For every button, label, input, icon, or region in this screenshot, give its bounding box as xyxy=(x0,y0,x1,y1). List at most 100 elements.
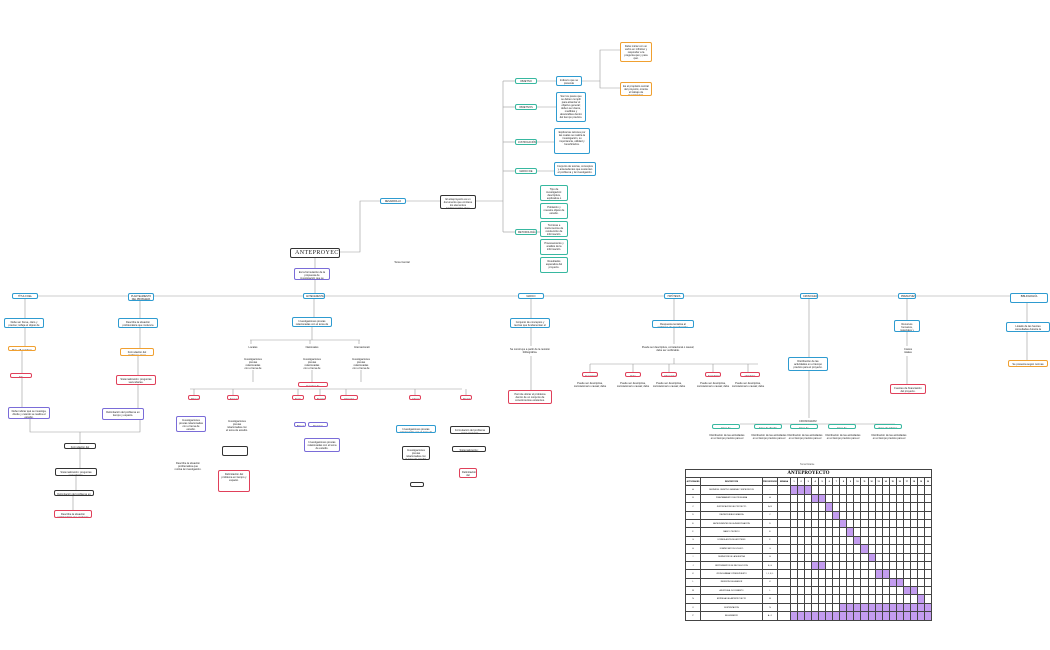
objective-detail[interactable]: Es el propósito central del proyecto; or… xyxy=(620,82,652,96)
branch-text[interactable]: Delimitación del problema en tiempo y es… xyxy=(54,490,94,496)
branch-label[interactable]: CRONOGRAMA xyxy=(800,293,818,299)
branch-text[interactable]: Respuesta tentativa al problema de inves… xyxy=(652,320,694,328)
antecedent-note[interactable]: Investigaciones previas relacionadas con… xyxy=(244,357,262,371)
top-methodology-item[interactable]: Resultados esperados del proyecto. xyxy=(540,257,568,273)
branch-text[interactable]: Delimitación del problema en tiempo y es… xyxy=(102,408,144,420)
phase-note[interactable]: Distribución de las actividades en el ti… xyxy=(871,433,907,441)
top-branch-label[interactable]: DESARROLLO DEL TEMA xyxy=(380,198,406,204)
source-type[interactable]: Libros xyxy=(409,395,421,400)
hypothesis-type[interactable]: Investigación xyxy=(582,372,598,377)
antecedent-note[interactable]: Investigaciones previas relacionadas con… xyxy=(352,357,370,371)
phase-note[interactable]: Distribución de las actividades en el ti… xyxy=(751,433,787,441)
source-detail[interactable] xyxy=(410,482,424,487)
top-methodology-item[interactable]: Población y muestra objeto de estudio. xyxy=(540,203,568,219)
source-detail[interactable]: Investigaciones previas relacionadas con… xyxy=(304,438,340,452)
hypothesis-type[interactable]: Nula xyxy=(625,372,641,377)
branch-text[interactable]: Puede ser descriptiva, correlacional o c… xyxy=(641,345,695,352)
antecedent-scope[interactable]: Nacionales xyxy=(305,345,319,349)
source-type[interactable]: Terciarias xyxy=(314,395,326,400)
top-child-label[interactable]: OBJETIVO GENERAL xyxy=(515,78,537,84)
branch-text[interactable]: Formulación del problema como pregunta. xyxy=(64,443,96,449)
branch-label[interactable]: MARCO TEÓRICO xyxy=(518,293,544,299)
hypothesis-type[interactable]: Alternativa xyxy=(661,372,677,377)
hypothesis-note[interactable]: Puede ser descriptiva, correlacional o c… xyxy=(731,381,765,389)
branch-label[interactable]: PLANTEAMIENTO DEL PROBLEMA xyxy=(128,293,154,301)
hypothesis-type[interactable]: Estadística xyxy=(705,372,721,377)
phase-label[interactable]: Fase de diagnóstico xyxy=(712,424,740,429)
top-child-label[interactable]: OBJETIVOS ESPECÍFICOS xyxy=(515,104,537,110)
branch-text[interactable]: Se construye a partir de la revisión bib… xyxy=(510,347,550,354)
branch-text[interactable]: Recursos humanos, materiales y financier… xyxy=(894,320,920,332)
hypothesis-note[interactable]: Puede ser descriptiva, correlacional o c… xyxy=(696,381,730,389)
branch-text[interactable]: Conjunto de conceptos y teorías que fund… xyxy=(510,318,550,328)
phase-label[interactable]: Fase de diseño xyxy=(754,424,782,429)
source-detail[interactable]: Formulación del problema como pregunta. xyxy=(450,426,490,434)
branch-text[interactable]: Listado de las fuentes consultadas duran… xyxy=(1006,322,1050,332)
phase-label[interactable]: Fase de implementación xyxy=(790,424,818,429)
objective-detail[interactable]: Debe iniciar con un verbo en infinitivo … xyxy=(620,42,652,62)
branch-text[interactable]: Máx. 15 palabras xyxy=(8,346,36,351)
branch-text[interactable]: Sin abreviaturas xyxy=(10,373,32,378)
branch-text[interactable]: Distribución de las actividades en el ti… xyxy=(788,357,828,371)
top-child-text[interactable]: Conjunto de teorías, conceptos y anteced… xyxy=(554,162,596,176)
top-methodology-item[interactable]: Tipo de investigación: descriptiva, expl… xyxy=(540,185,568,201)
phase-label[interactable]: Fase de evaluación xyxy=(828,424,856,429)
root-node[interactable]: ANTEPROYECTO xyxy=(290,248,340,258)
branch-label[interactable]: BIBLIOGRAFÍA xyxy=(1010,293,1048,303)
top-child-label[interactable]: MARCO DE REFERENCIA xyxy=(515,168,537,174)
source-detail[interactable]: Investigaciones previas relacionadas con… xyxy=(176,416,206,432)
source-detail[interactable]: Investigaciones previas relacionadas con… xyxy=(402,446,430,460)
branch-text[interactable]: Fuentes de financiación del proyecto. xyxy=(890,384,926,394)
root-description[interactable]: Es la formulación de la propuesta de inv… xyxy=(294,268,330,280)
branch-text[interactable]: Sistematización: preguntas secundarias. xyxy=(116,375,156,385)
branch-text[interactable]: Formulación del problema como pregunta. xyxy=(120,348,154,356)
branch-label[interactable]: TÍTULO DEL PROYECTO xyxy=(12,293,38,299)
hypothesis-note[interactable]: Puede ser descriptiva, correlacional o c… xyxy=(573,381,607,389)
phase-note[interactable]: Distribución de las actividades en el ti… xyxy=(787,433,823,441)
source-type[interactable]: Secundarias xyxy=(227,395,239,400)
antecedent-scope[interactable]: Internacionales xyxy=(354,345,370,349)
hypothesis-type[interactable]: Variables xyxy=(740,372,760,377)
top-methodology-item[interactable]: Técnicas e instrumentos de recolección d… xyxy=(540,221,568,237)
phase-note[interactable]: Distribución de las actividades en el ti… xyxy=(709,433,745,441)
source-type[interactable]: Revistas xyxy=(460,395,472,400)
branch-text[interactable]: Costos totales xyxy=(903,347,913,354)
phase-note[interactable]: Distribución de las actividades en el ti… xyxy=(825,433,861,441)
branch-label[interactable]: HIPÓTESIS xyxy=(664,293,684,299)
root-tag[interactable]: Tema Central xyxy=(394,260,410,264)
source-detail[interactable]: Delimitación del problema en tiempo y es… xyxy=(218,470,250,492)
branch-text[interactable]: Describe la situación problemática que m… xyxy=(118,318,158,328)
branch-text[interactable]: Debe indicar qué se investiga, dónde y c… xyxy=(8,407,50,419)
top-child-label[interactable]: JUSTIFICACIÓN xyxy=(515,139,537,145)
top-child-label[interactable]: METODOLOGÍA xyxy=(515,229,537,235)
sources-label[interactable]: Fuentes de información xyxy=(298,382,328,387)
top-child-text[interactable]: Son los pasos que se deben cumplir para … xyxy=(556,92,586,122)
source-detail[interactable]: Investigaciones previas relacionadas con… xyxy=(226,419,248,432)
branch-text[interactable]: Investigaciones previas relacionadas con… xyxy=(292,317,332,327)
source-detail[interactable]: Describe la situación problemática que m… xyxy=(174,461,202,471)
top-branch-definition[interactable]: El anteproyecto es un documento que cont… xyxy=(440,195,476,209)
branch-text[interactable]: Permite ubicar el problema dentro de un … xyxy=(508,390,552,404)
branch-text[interactable]: Debe ser breve, claro y preciso; refleja… xyxy=(4,318,44,328)
branch-text[interactable]: Sistematización: preguntas secundarias. xyxy=(55,468,97,476)
top-child-text[interactable]: Indica lo que se pretende alcanzar en la… xyxy=(556,76,582,86)
top-methodology-item[interactable]: Procesamiento y análisis de la informaci… xyxy=(540,239,568,255)
hypothesis-note[interactable]: Puede ser descriptiva, correlacional o c… xyxy=(652,381,686,389)
source-detail[interactable]: Investigaciones previas relacionadas con… xyxy=(396,425,436,433)
branch-text[interactable]: Describe la situación problemática que m… xyxy=(54,510,92,518)
source-type[interactable]: Revistas xyxy=(308,422,328,427)
antecedent-scope[interactable]: Locales xyxy=(248,345,258,349)
top-child-text[interactable]: Explica las razones por las cuales se re… xyxy=(554,128,590,154)
source-type[interactable]: Artículos xyxy=(340,395,358,400)
source-type[interactable]: Bases de datos xyxy=(294,422,306,427)
source-detail[interactable] xyxy=(222,446,248,456)
phases-label[interactable]: CRONOGRAMA xyxy=(799,419,817,423)
branch-text[interactable]: Se presenta según normas APA vigentes. xyxy=(1008,360,1048,367)
hypothesis-note[interactable]: Puede ser descriptiva, correlacional o c… xyxy=(616,381,650,389)
phase-label[interactable]: Fase de informe xyxy=(874,424,902,429)
source-detail[interactable]: Delimitación del problema en tiempo y es… xyxy=(459,468,477,478)
source-detail[interactable]: Sistematización: preguntas secundarias. xyxy=(452,446,486,452)
branch-label[interactable]: ANTECEDENTES xyxy=(303,293,325,299)
source-type[interactable]: Tesis xyxy=(292,395,304,400)
antecedent-note[interactable]: Investigaciones previas relacionadas con… xyxy=(303,357,321,371)
